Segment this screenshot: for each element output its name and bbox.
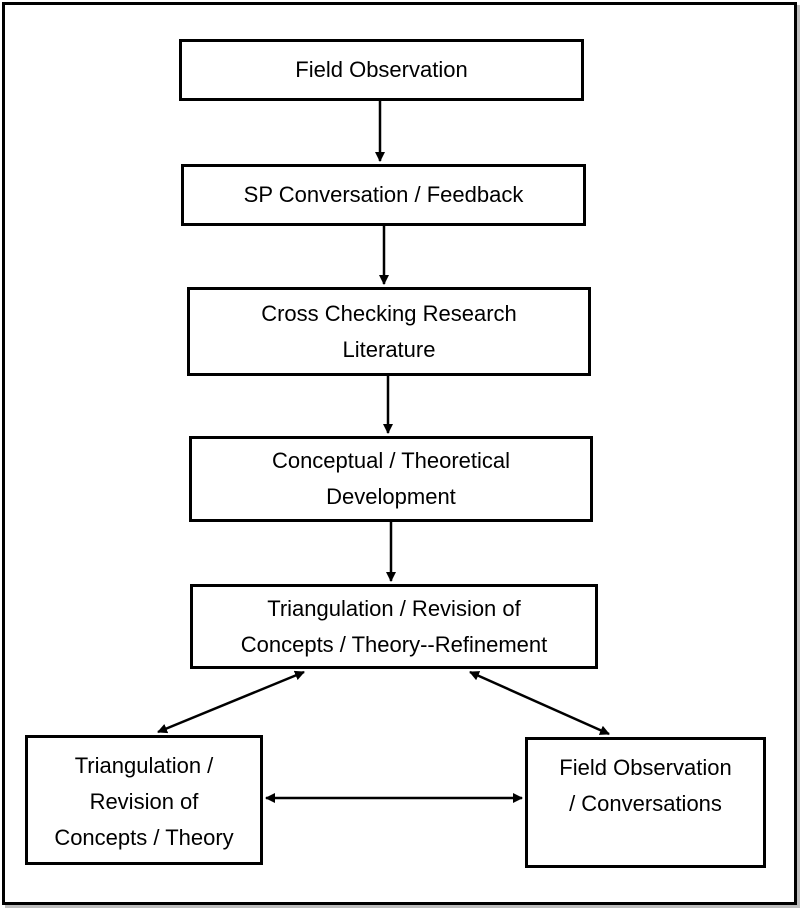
node-label: Conceptual / Theoretical Development (271, 448, 511, 509)
node-triangulation-refinement: Triangulation / Revision of Concepts / T… (190, 584, 598, 669)
node-label: SP Conversation / Feedback (243, 182, 524, 207)
node-label: Field Observation / Conversations (559, 755, 732, 816)
node-label: Triangulation / Revision of Concepts / T… (240, 595, 548, 657)
node-label: Triangulation / Revision of Concepts / T… (54, 753, 234, 850)
node-label: Cross Checking Research Literature (261, 300, 517, 362)
node-field-observation-conversations: Field Observation / Conversations (525, 737, 766, 868)
node-sp-conversation: SP Conversation / Feedback (181, 164, 586, 226)
node-label: Field Observation (295, 57, 468, 82)
node-conceptual-development: Conceptual / Theoretical Development (189, 436, 593, 522)
node-cross-checking: Cross Checking Research Literature (187, 287, 591, 376)
node-triangulation-revision: Triangulation / Revision of Concepts / T… (25, 735, 263, 865)
node-field-observation: Field Observation (179, 39, 584, 101)
